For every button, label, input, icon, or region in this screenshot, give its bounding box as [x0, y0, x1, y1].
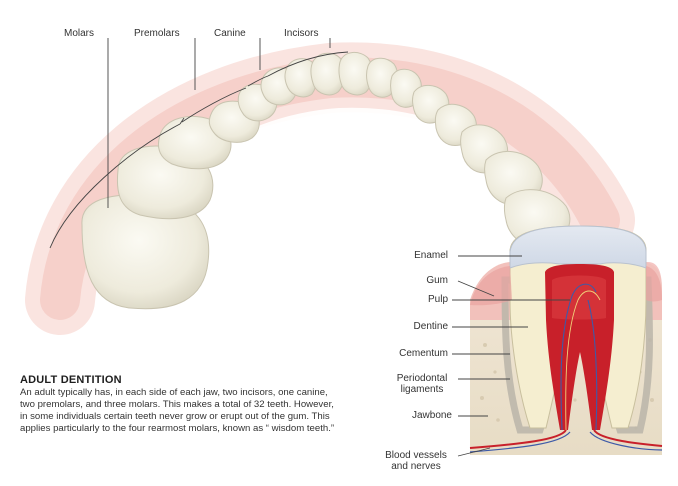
label-blood-vessels-nerves: Blood vessels and nerves — [378, 450, 454, 472]
label-blood-line2: and nerves — [378, 461, 454, 472]
label-periodontal-line2: ligaments — [390, 384, 454, 395]
label-cementum: Cementum — [399, 348, 448, 359]
label-periodontal-ligaments: Periodontal ligaments — [390, 373, 454, 395]
label-enamel: Enamel — [414, 250, 448, 261]
description-block: ADULT DENTITION An adult typically has, … — [20, 374, 340, 435]
label-jawbone: Jawbone — [412, 410, 452, 421]
label-canine: Canine — [214, 28, 246, 39]
label-incisors: Incisors — [284, 28, 318, 39]
label-periodontal-line1: Periodontal — [390, 373, 454, 384]
label-molars: Molars — [64, 28, 94, 39]
label-premolars: Premolars — [134, 28, 180, 39]
label-pulp: Pulp — [428, 294, 448, 305]
label-gum: Gum — [426, 275, 448, 286]
description-body: An adult typically has, in each side of … — [20, 387, 340, 435]
label-dentine: Dentine — [414, 321, 448, 332]
label-blood-line1: Blood vessels — [378, 450, 454, 461]
tooth-cross-section — [470, 226, 662, 455]
description-title: ADULT DENTITION — [20, 374, 340, 386]
